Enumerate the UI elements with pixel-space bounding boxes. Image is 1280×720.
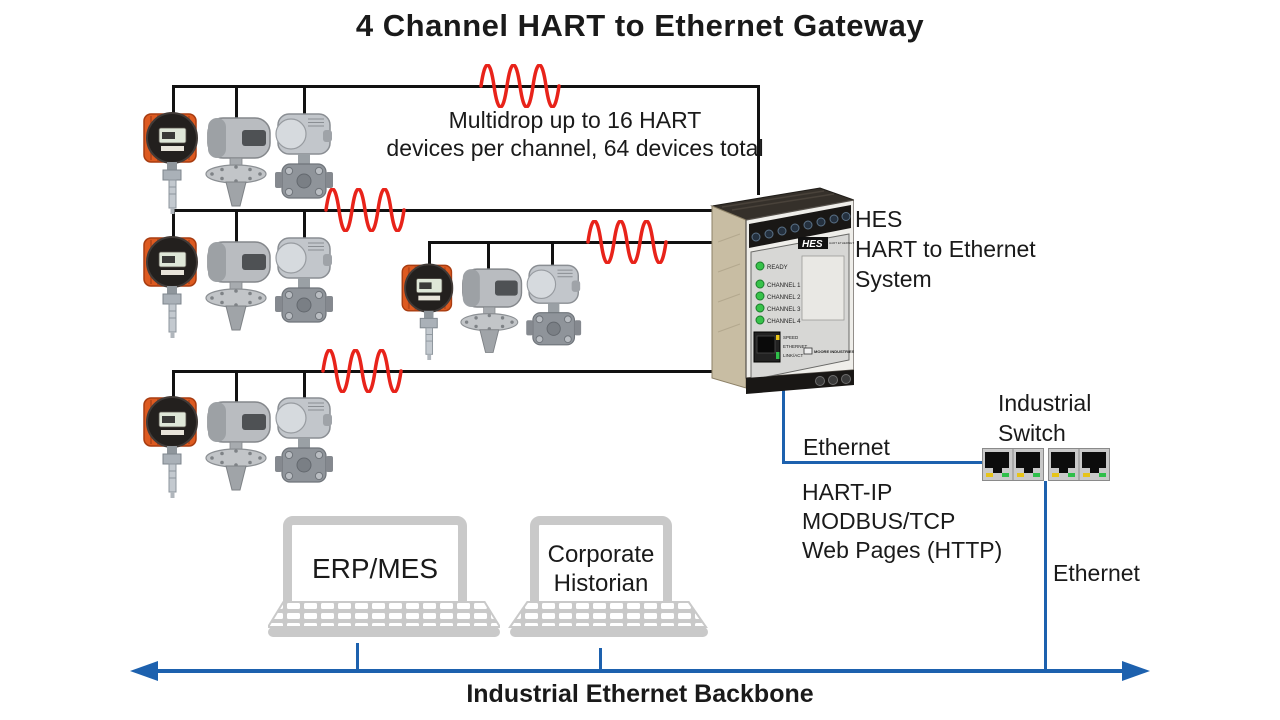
pressure-transmitter-icon — [525, 264, 582, 346]
rj45-port-icon — [1082, 452, 1106, 477]
erp-mes-label: ERP/MES — [311, 553, 439, 584]
channel-1-led — [755, 279, 765, 289]
industrial-switch-label: Industrial Switch — [998, 388, 1091, 448]
device-drop-wire — [172, 209, 175, 239]
device-drop-wire — [303, 85, 306, 117]
channel-3-led-label: CHANNEL 3 — [767, 307, 801, 313]
hart-wire-channel-3 — [428, 241, 712, 244]
page-title: 4 Channel HART to Ethernet Gateway — [355, 8, 925, 43]
hart-device-group-4 — [143, 396, 334, 498]
rj45-port-icon — [985, 452, 1009, 477]
channel-1-led-label: CHANNEL 1 — [767, 283, 801, 289]
hart-wire-channel-1 — [172, 85, 760, 88]
hes-device-label-line3: System — [855, 266, 932, 292]
pressure-transmitter-icon — [274, 237, 334, 323]
temperature-transmitter-icon — [143, 112, 198, 214]
ethernet-label-left: Ethernet — [803, 434, 890, 460]
pressure-transmitter-icon — [274, 113, 334, 199]
ethernet-line-erp — [356, 643, 359, 671]
historian-label: Corporate Historian — [548, 540, 655, 598]
multidrop-note-line2: devices per channel, 64 devices total — [386, 135, 764, 161]
ethernet-label-right: Ethernet — [1053, 560, 1140, 586]
hes-device-label-line1: HES — [855, 206, 903, 232]
protocol-list: HART-IP MODBUS/TCP Web Pages (HTTP) — [802, 478, 1002, 565]
hes-device-label: HES HART to Ethernet System — [855, 204, 1036, 294]
channel-2-led — [755, 291, 765, 301]
hes-logo-subtext: HART ETHERNET SYSTEM — [829, 241, 854, 245]
temperature-transmitter-icon — [143, 236, 198, 338]
brand-logo-mark — [803, 347, 813, 355]
level-transmitter-icon — [205, 401, 271, 491]
multidrop-note-line1: Multidrop up to 16 HART — [448, 107, 702, 133]
hes-logo-box — [798, 237, 828, 249]
protocol-hart-ip: HART-IP — [802, 479, 893, 505]
hart-wire-channel-2 — [172, 209, 712, 212]
hart-wire-channel-1-drop-to-gateway — [757, 85, 760, 195]
hes-gateway-device: HES HART ETHERNET SYSTEM READY CHANNEL 1… — [710, 187, 854, 394]
hart-signal-icon — [478, 64, 562, 108]
gateway-terminal-block-top — [749, 205, 851, 248]
level-transmitter-icon — [205, 117, 271, 207]
channel-3-led — [755, 303, 765, 313]
backbone-label: Industrial Ethernet Backbone — [466, 680, 814, 708]
historian-label-line2: Historian — [553, 570, 649, 597]
device-drop-wire — [235, 209, 238, 245]
temperature-transmitter-icon — [143, 396, 198, 498]
device-drop-wire — [551, 241, 554, 269]
level-transmitter-icon — [205, 241, 271, 331]
device-drop-wire — [303, 370, 306, 402]
rj45-port-icon — [1051, 452, 1075, 477]
level-transmitter-icon — [460, 268, 523, 354]
port-ethernet-label: ETHERNET — [783, 344, 808, 349]
pressure-transmitter-icon — [274, 397, 334, 483]
laptop-keyboard-icon — [508, 601, 708, 637]
gateway-terminal-block-bottom — [746, 370, 854, 394]
industrial-switch-label-line2: Switch — [998, 420, 1066, 446]
channel-2-led-label: CHANNEL 2 — [767, 295, 801, 301]
device-drop-wire — [428, 241, 431, 267]
device-drop-wire — [235, 85, 238, 121]
hart-device-group-3 — [401, 263, 582, 360]
hes-logo-text: HES — [802, 239, 823, 250]
hart-signal-icon — [585, 220, 669, 264]
gateway-label-card — [801, 255, 845, 321]
ready-led-label: READY — [767, 265, 788, 271]
hart-device-group-1 — [143, 112, 334, 214]
hes-device-label-line2: HART to Ethernet — [855, 236, 1036, 262]
channel-4-led-label: CHANNEL 4 — [767, 319, 801, 325]
ethernet-line-gateway — [782, 350, 785, 464]
ready-led — [755, 261, 765, 271]
arrowhead-right-icon — [1122, 661, 1150, 681]
protocol-web-pages: Web Pages (HTTP) — [802, 537, 1003, 563]
protocol-modbus-tcp: MODBUS/TCP — [802, 508, 956, 534]
gateway-side-face — [711, 205, 747, 389]
device-drop-wire — [172, 85, 175, 115]
device-drop-wire — [487, 241, 490, 273]
hart-wire-channel-4 — [172, 370, 730, 373]
port-linkact-label: LINK/ACT — [783, 353, 804, 358]
device-drop-wire — [172, 370, 175, 400]
channel-4-led — [755, 315, 765, 325]
brand-label: MOORE INDUSTRIES — [814, 349, 854, 354]
laptop-keyboard-icon — [268, 601, 500, 637]
hart-device-group-2 — [143, 236, 334, 338]
backbone-arrow — [130, 661, 1150, 681]
arrowhead-left-icon — [130, 661, 158, 681]
industrial-switch-device — [982, 448, 1110, 481]
port-speed-label: SPEED — [783, 335, 799, 340]
historian-label-line1: Corporate — [547, 541, 655, 568]
device-drop-wire — [303, 209, 306, 241]
temperature-transmitter-icon — [401, 263, 454, 360]
ethernet-line-switch-to-backbone — [1044, 481, 1047, 671]
rj45-port-icon — [1016, 452, 1040, 477]
ethernet-line-historian — [599, 648, 602, 671]
ethernet-line-gateway-to-switch — [782, 461, 985, 464]
device-drop-wire — [235, 370, 238, 406]
terminal-screws — [751, 212, 851, 242]
multidrop-note: Multidrop up to 16 HART devices per chan… — [385, 106, 765, 162]
industrial-switch-label-line1: Industrial — [998, 390, 1092, 416]
